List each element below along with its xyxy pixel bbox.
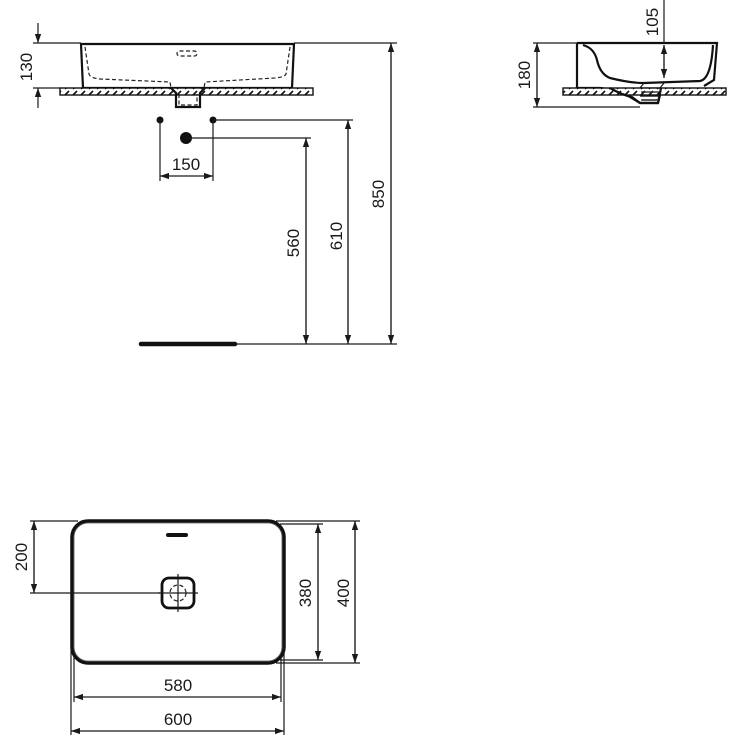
dim-outer-width: 600 (71, 710, 284, 735)
dim-tap-supply-height: 610 (327, 120, 352, 344)
dim-label-580: 580 (164, 676, 192, 695)
front-countertop (59, 87, 314, 96)
plan-waste-drain (158, 574, 198, 612)
front-basin-outline (79, 42, 296, 90)
plan-basin-outline (70, 519, 286, 665)
dim-label-600: 600 (164, 710, 192, 729)
dim-label-150: 150 (172, 155, 200, 174)
dim-bowl-depth: 105 (643, 0, 668, 78)
dim-label-130: 130 (17, 53, 36, 81)
dim-label-610: 610 (327, 222, 346, 250)
dim-basin-height: 130 (17, 23, 81, 108)
dim-countertop-height: 850 (369, 43, 395, 344)
dim-label-380: 380 (296, 579, 315, 607)
dim-label-850: 850 (369, 180, 388, 208)
plan-overflow-slot (166, 533, 188, 537)
dim-label-200: 200 (12, 543, 31, 571)
dim-overall-height: 180 (515, 42, 640, 108)
plan-view: 200 380 400 580 60 (12, 519, 360, 735)
dim-label-560: 560 (284, 229, 303, 257)
tap-hole-markers (156, 116, 353, 181)
dim-inner-width: 580 (74, 676, 281, 701)
front-view: 130 150 560 (17, 23, 397, 347)
dim-waste-offset: 200 (12, 520, 160, 594)
dim-inner-depth: 380 (296, 524, 322, 660)
dim-tap-spacing: 150 (160, 155, 213, 180)
dim-label-180: 180 (515, 61, 534, 89)
dim-label-105: 105 (643, 8, 662, 36)
dim-label-400: 400 (334, 579, 353, 607)
side-view: 180 105 (515, 0, 727, 108)
front-waste-outlet (170, 87, 206, 109)
dim-outer-depth: 400 (334, 521, 359, 663)
dim-waste-height: 560 (284, 138, 310, 344)
